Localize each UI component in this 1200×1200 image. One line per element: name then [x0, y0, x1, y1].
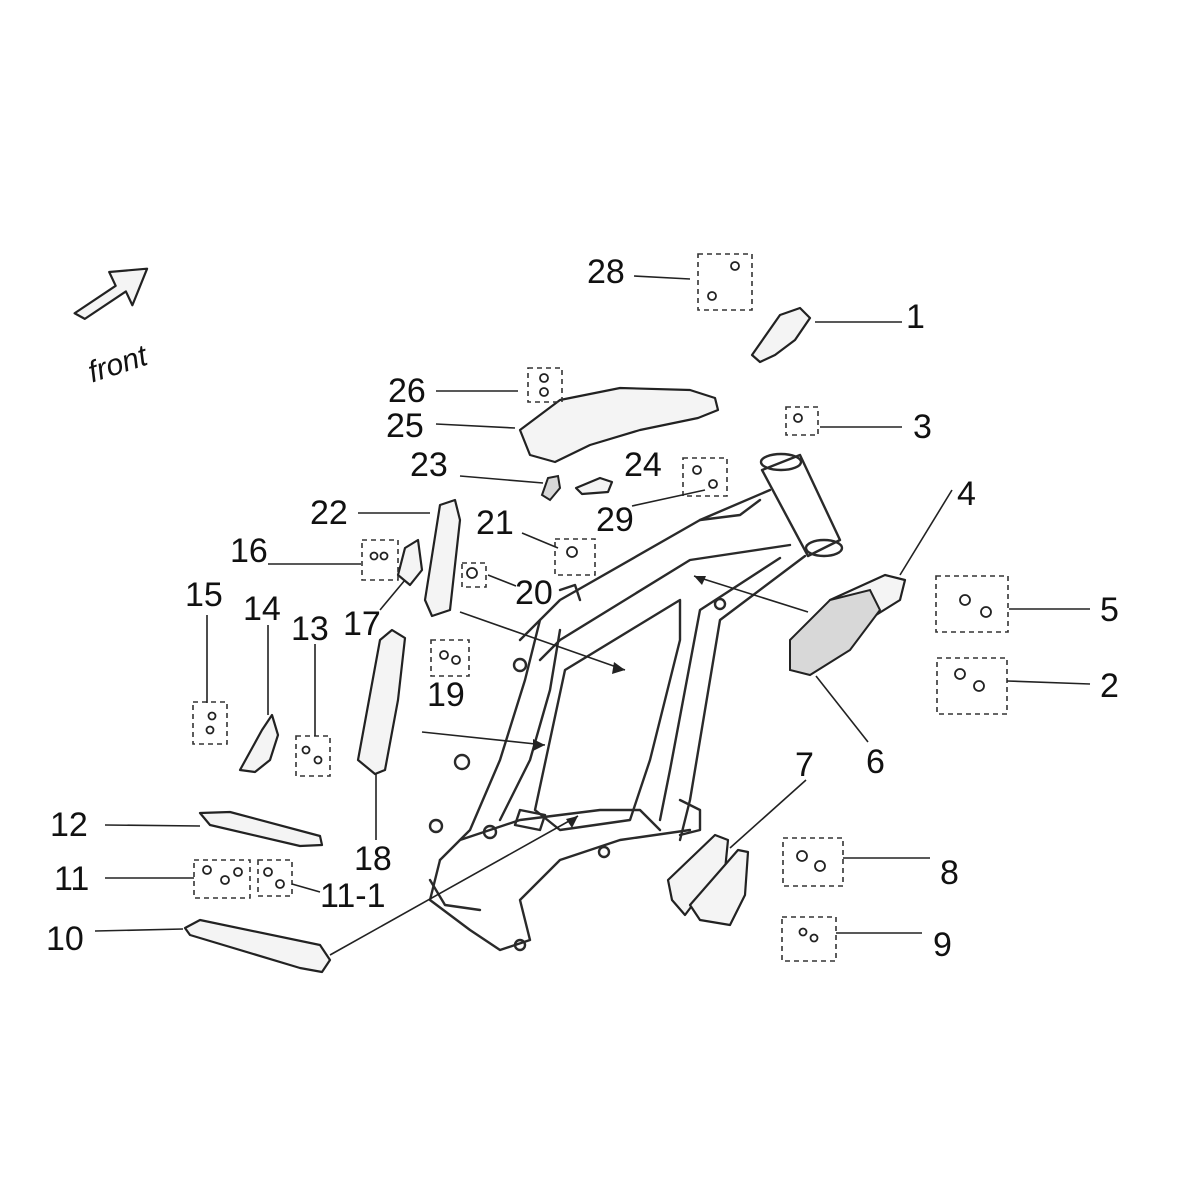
part-17-pad[interactable]	[396, 538, 424, 587]
part-25-cover[interactable]	[518, 386, 720, 464]
hardware-15[interactable]	[192, 701, 228, 745]
callout-17: 17	[343, 605, 381, 643]
part-18-guard[interactable]	[356, 628, 407, 776]
hardware-8[interactable]	[782, 837, 844, 887]
hardware-28[interactable]	[697, 253, 753, 311]
callout-12: 12	[50, 806, 88, 844]
callout-21: 21	[476, 504, 514, 542]
callout-19: 19	[427, 676, 465, 714]
callout-25: 25	[386, 407, 424, 445]
hardware-16[interactable]	[361, 539, 399, 581]
callout-13: 13	[291, 610, 329, 648]
part-22-panel[interactable]	[423, 498, 462, 618]
part-14-clip[interactable]	[238, 713, 280, 774]
callout-3: 3	[913, 408, 932, 446]
callout-15: 15	[185, 576, 223, 614]
hardware-13[interactable]	[295, 735, 331, 777]
hardware-11-1[interactable]	[257, 859, 293, 897]
callout-18: 18	[354, 840, 392, 878]
hardware-26[interactable]	[527, 367, 563, 403]
callout-1: 1	[906, 298, 925, 336]
front-arrow-icon	[73, 267, 149, 320]
callout-20: 20	[515, 574, 553, 612]
callout-22: 22	[310, 494, 348, 532]
callout-9: 9	[933, 926, 952, 964]
callout-29: 29	[596, 501, 634, 539]
part-1-bracket[interactable]	[750, 306, 812, 364]
frame-illustration	[428, 452, 844, 952]
hardware-20[interactable]	[461, 562, 487, 588]
callout-2: 2	[1100, 667, 1119, 705]
hardware-3[interactable]	[785, 406, 819, 436]
callout-11-1: 11-1	[320, 877, 386, 915]
hardware-29[interactable]	[682, 457, 728, 497]
hardware-21[interactable]	[554, 538, 596, 576]
hardware-9[interactable]	[781, 916, 837, 962]
callout-labels: 28 1 26 25 3 23 24 4 29 22 21 16 20 15 5…	[46, 253, 1119, 964]
callout-7: 7	[795, 746, 814, 784]
callout-24: 24	[624, 446, 662, 484]
hardware-5[interactable]	[935, 575, 1009, 633]
callout-5: 5	[1100, 591, 1119, 629]
callout-4: 4	[957, 475, 976, 513]
hardware-2[interactable]	[936, 657, 1008, 715]
callout-16: 16	[230, 532, 268, 570]
front-label: front	[84, 339, 153, 389]
part-10-rail[interactable]	[183, 918, 332, 974]
callout-10: 10	[46, 920, 84, 958]
hardware-19[interactable]	[430, 639, 470, 677]
callout-6: 6	[866, 743, 885, 781]
callout-23: 23	[410, 446, 448, 484]
callout-11: 11	[54, 860, 89, 898]
leader-lines	[94, 275, 1091, 956]
callout-14: 14	[243, 590, 281, 628]
part-6-guide[interactable]	[789, 588, 882, 677]
callout-8: 8	[940, 854, 959, 892]
callout-26: 26	[388, 372, 426, 410]
hardware-11[interactable]	[193, 859, 251, 899]
callout-28: 28	[587, 253, 625, 291]
part-12-strip[interactable]	[198, 810, 324, 848]
part-23-clip[interactable]	[540, 474, 562, 502]
part-24-pad[interactable]	[574, 476, 614, 496]
